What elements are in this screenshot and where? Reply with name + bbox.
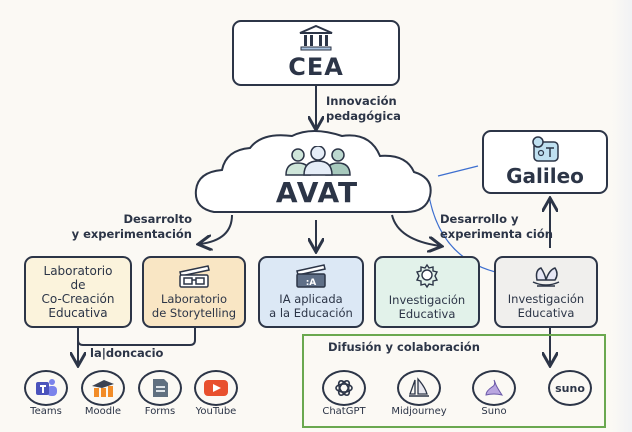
edge-avat-investigacion	[391, 214, 440, 246]
right-edge-panel	[612, 0, 632, 432]
label-line: de	[70, 278, 86, 292]
edge-label-dev-right: Desarrollo y experimenta ción	[440, 212, 553, 242]
tool-suno-text[interactable]: suno	[548, 370, 592, 406]
edge-avat-storytelling	[200, 214, 233, 244]
edge-label-line: Desarrollo y	[440, 212, 519, 226]
label-line: Laboratorio	[160, 292, 228, 306]
midjourney-icon	[409, 377, 429, 397]
tool-label-suno: Suno	[481, 406, 507, 417]
label-line: Co-Creación	[41, 292, 115, 306]
edge-label-innovation: Innovación pedagógica	[326, 94, 401, 124]
teams-icon	[36, 379, 57, 396]
node-storytelling[interactable]: Laboratorio de Storytelling	[142, 256, 246, 328]
node-ia-educacion[interactable]: :A IA aplicada a la Educación	[258, 256, 364, 328]
node-label: IA aplicada a la Educación	[269, 292, 353, 320]
edge-label-line: Innovación	[326, 94, 397, 108]
institution-icon	[299, 25, 333, 51]
avat-label: AVAT	[275, 176, 359, 209]
node-investigacion-2[interactable]: Investigación Educativa	[494, 256, 598, 328]
forms-icon	[153, 379, 168, 397]
edge-label-line: y experimentación	[71, 227, 192, 241]
label-line: de Storytelling	[151, 306, 237, 320]
tool-label-moodle: Moodle	[84, 406, 122, 417]
node-label: Investigación Educativa	[508, 292, 584, 320]
label-line: Investigación	[507, 292, 585, 306]
label-line: Educativa	[48, 306, 108, 320]
node-label: Investigación Educativa	[389, 293, 465, 321]
diffusion-title: Difusión y colaboración	[328, 340, 480, 354]
node-co-creacion[interactable]: Laboratorio de Co-Creación Educativa	[24, 256, 132, 328]
youtube-icon	[204, 380, 228, 396]
suno-icon	[485, 379, 504, 396]
tool-forms[interactable]	[138, 370, 182, 406]
cea-label: CEA	[288, 53, 344, 81]
edge-label-line: experimenta ción	[440, 227, 553, 241]
label-line: Laboratorio	[43, 264, 113, 278]
edge-label-line: pedagógica	[326, 109, 401, 123]
label-line: a la Educación	[269, 306, 353, 320]
tool-chatgpt[interactable]	[322, 370, 366, 406]
people-icon	[285, 146, 351, 176]
tool-teams[interactable]	[24, 370, 68, 406]
tool-label-forms: Forms	[144, 406, 176, 417]
clapperboard-ai-icon: :A	[296, 264, 326, 288]
cea-node[interactable]: CEA	[232, 20, 400, 86]
edge-label-dev-left: Desarrolto y experimentación	[52, 212, 192, 242]
suno-text-icon: suno	[555, 381, 585, 395]
node-investigacion-1[interactable]: Investigación Educativa	[374, 256, 480, 328]
tool-moodle[interactable]	[81, 370, 125, 406]
edge-labs-bracket	[77, 328, 196, 346]
tool-label-youtube: YouTube	[195, 406, 237, 417]
tool-label-chatgpt: ChatGPT	[322, 406, 366, 417]
label-line: Investigación	[388, 293, 466, 307]
node-label: Laboratorio de Storytelling	[152, 292, 236, 320]
lab-icon	[532, 136, 559, 162]
label-line: Educativa	[398, 307, 456, 321]
tool-label-teams: Teams	[30, 406, 62, 417]
label-line: Educativa	[517, 306, 575, 320]
label-line: IA aplicada	[279, 292, 343, 306]
diffusion-group	[302, 334, 606, 428]
svg-text::A: :A	[306, 278, 317, 288]
galileo-node[interactable]: Galileo	[482, 130, 608, 194]
tool-youtube[interactable]	[194, 370, 238, 406]
book-hand-icon	[532, 267, 560, 287]
gear-bulb-icon	[415, 263, 439, 289]
tool-label-midjourney: Midjourney	[391, 406, 447, 417]
edge-label-line: Desarrolto	[123, 212, 192, 226]
edge-galileo-avat	[436, 165, 479, 179]
tool-midjourney[interactable]	[397, 370, 441, 406]
node-label: Laboratorio de Co-Creación Educativa	[42, 264, 115, 320]
tool-suno[interactable]	[472, 370, 516, 406]
galileo-label: Galileo	[506, 164, 584, 188]
moodle-icon	[92, 380, 114, 397]
chatgpt-icon	[335, 379, 353, 397]
edge-label-ladoncacio: la|doncacio	[90, 346, 164, 360]
clapperboard-glasses-icon	[179, 265, 210, 288]
